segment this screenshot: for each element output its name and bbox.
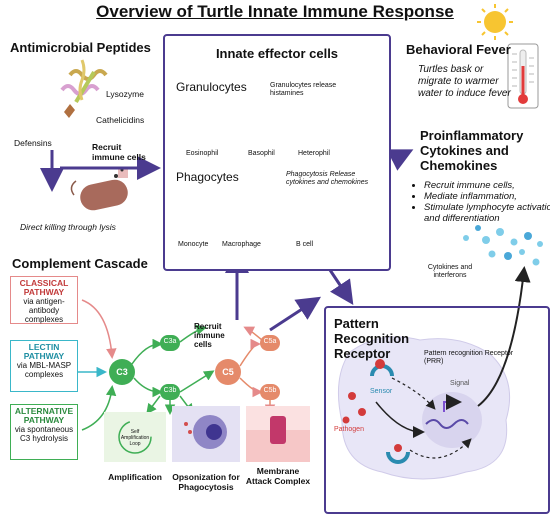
bacterium-lysis-icon: [70, 168, 128, 211]
c3b-node: [160, 384, 180, 400]
self-loop-label: Self Amplification Loop: [120, 429, 150, 447]
cytokines-heading: Proinflammatory Cytokines and Chemokines: [420, 128, 524, 173]
page-title: Overview of Turtle Innate Immune Respons…: [96, 2, 454, 21]
c5b-label: C5b: [263, 387, 277, 394]
prr-heading: Pattern Recognition Receptor: [334, 316, 410, 361]
basophil-label: Basophil: [248, 150, 275, 157]
alternative-pathway-box: ALTERNATIVE PATHWAY via spontaneous C3 h…: [10, 404, 78, 460]
direct-killing-label: Direct killing through lysis: [20, 222, 116, 232]
fever-heading: Behavioral Fever: [406, 42, 511, 57]
c3b-label: C3b: [163, 387, 177, 394]
granulocytes-note: Granulocytes release histamines: [270, 82, 337, 97]
effector-heading: Innate effector cells: [215, 46, 339, 61]
monocyte-label: Monocyte: [178, 241, 209, 248]
to-prr-arrow: [328, 269, 354, 305]
c5-label: C5: [222, 367, 234, 377]
pathogen-icon: [375, 359, 385, 369]
pathogen-label: Pathogen: [334, 426, 364, 433]
self-loop-icon: [118, 420, 152, 454]
cathelicidins-label: Cathelicidins: [96, 115, 145, 125]
classical-title: CLASSICAL PATHWAY: [19, 278, 69, 297]
eosinophil-label: Eosinophil: [186, 150, 219, 157]
c3a-label: C3a: [163, 338, 177, 345]
alternative-arrow: [81, 385, 117, 431]
to-cytokines-return-arrow: [477, 266, 531, 407]
complement-prr-arrow: [269, 296, 322, 332]
effector-cells-box: [163, 34, 391, 271]
c3-node: [109, 359, 135, 385]
granulocytes-label: Granulocytes: [176, 80, 247, 94]
mac-pore-icon: [270, 416, 286, 444]
c5-node: [215, 359, 241, 385]
lectin-pathway-box: LECTIN PATHWAY via MBL-MASP complexes: [10, 340, 78, 392]
c3a-node: [160, 335, 180, 351]
cytokines-bullet: Stimulate lymphocyte activation and diff…: [424, 202, 550, 224]
macrophage-label: Macrophage: [222, 241, 261, 248]
heterophil-label: Heterophil: [298, 150, 330, 157]
amplification-label: Amplification: [108, 472, 162, 482]
lectin-sub: via MBL-MASP complexes: [16, 361, 72, 379]
signal-label: Signal: [450, 380, 470, 387]
classical-pathway-box: CLASSICAL PATHWAY via antigen-antibody c…: [10, 276, 78, 324]
cytokine-dots-icon: [463, 225, 543, 266]
lectin-title: LECTIN PATHWAY: [23, 342, 65, 361]
prr-box: [324, 306, 550, 514]
defensins-label: Defensins: [14, 138, 52, 148]
fever-text: Turtles bask or migrate to warmer water …: [418, 64, 511, 99]
amp-heading: Antimicrobial Peptides: [10, 40, 151, 55]
c5b-node: [260, 384, 280, 400]
cytokines-bullets: Recruit immune cells, Mediate inflammati…: [414, 180, 550, 224]
bcell-label: B cell: [296, 241, 314, 248]
cytokines-bullet: Recruit immune cells,: [424, 180, 550, 191]
c3-label: C3: [116, 367, 128, 377]
lysozyme-label: Lysozyme: [106, 89, 144, 99]
amp-recruit-label: Recruit immune cells: [92, 142, 146, 162]
phagocytes-label: Phagocytes: [176, 170, 239, 184]
phagocytes-note: Phagocytosis Release cytokines and chemo…: [286, 171, 369, 186]
cytokines-interferons-label: Cytokines and interferons: [427, 264, 473, 279]
sensor-label: Sensor: [370, 388, 393, 395]
c5a-label: C5a: [263, 338, 277, 345]
sun-icon: [477, 4, 513, 40]
to-cytokines-arrow: [386, 149, 414, 171]
classical-arrow: [81, 299, 117, 359]
c5a-node: [260, 335, 280, 351]
cytokines-bullet: Mediate inflammation,: [424, 191, 550, 202]
complement-heading: Complement Cascade: [12, 256, 148, 271]
alternative-sub: via spontaneous C3 hydrolysis: [14, 425, 74, 443]
alternative-title: ALTERNATIVE PATHWAY: [14, 406, 74, 425]
mac-label: Membrane Attack Complex: [245, 466, 311, 486]
prr-nucleus: [422, 392, 482, 448]
peptide-helices-icon: [60, 59, 108, 118]
classical-sub: via antigen-antibody complexes: [23, 297, 65, 324]
prr-receptor-label: Pattern recognition Receptor (PRR): [424, 350, 514, 365]
complement-recruit-label: Recruit immune cells: [194, 322, 225, 349]
thermometer-icon: [507, 43, 539, 109]
opsonization-label: Opsonization for Phagocytosis: [172, 472, 240, 492]
